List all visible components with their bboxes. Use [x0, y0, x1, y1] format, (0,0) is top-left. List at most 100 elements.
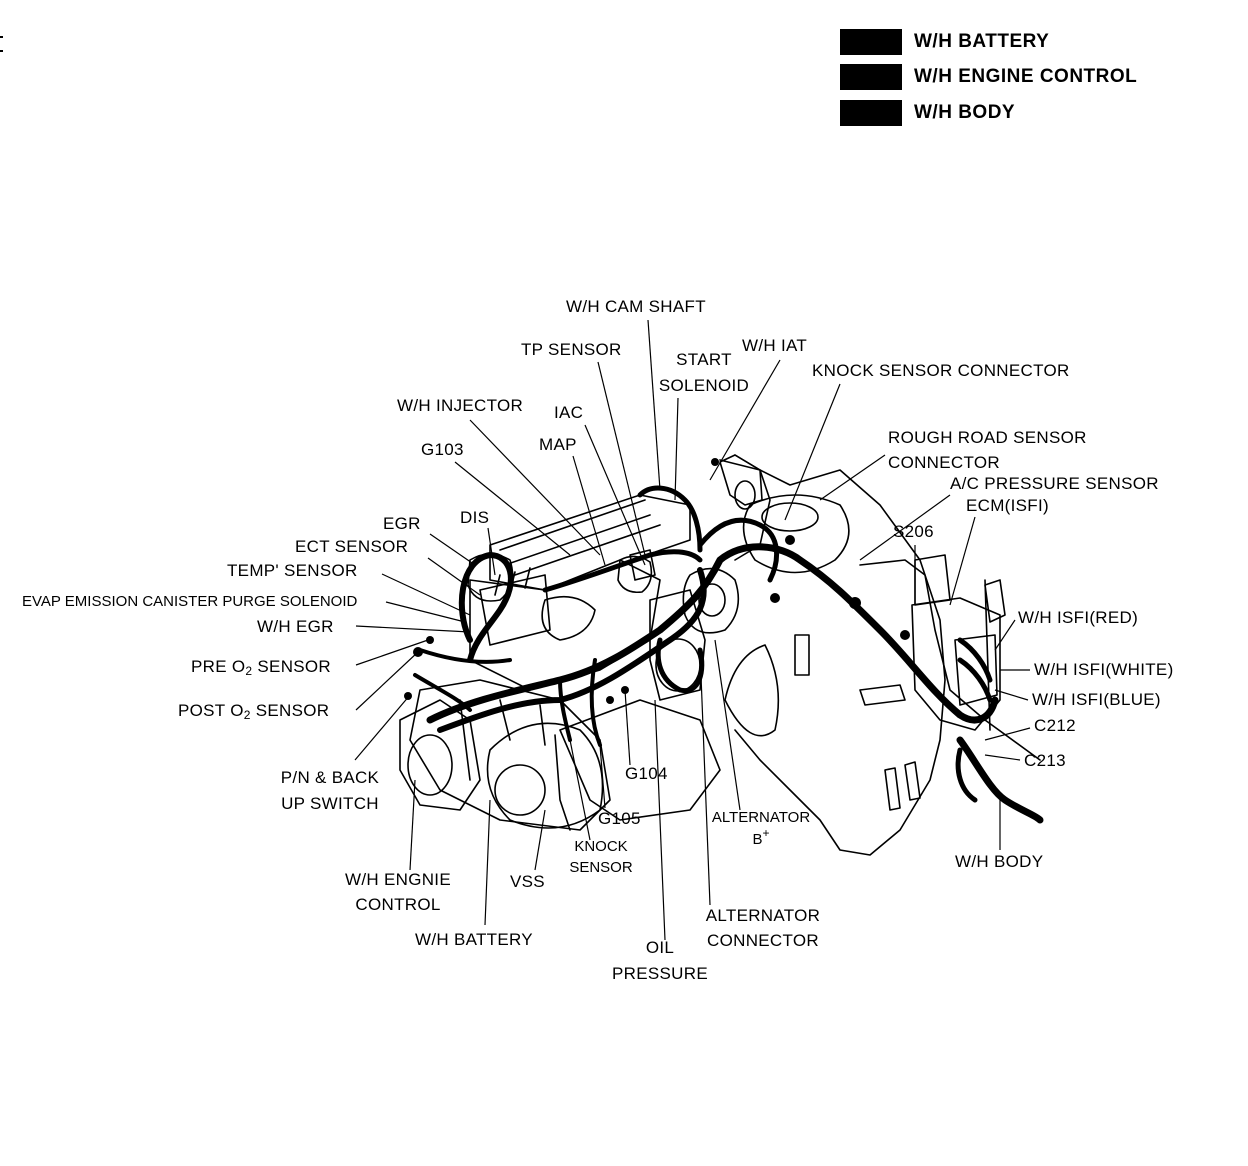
oil-pan [559, 699, 721, 821]
legend-label: W/H BODY [914, 102, 1016, 123]
label-s206: S206 [893, 522, 934, 541]
leader-alt-b [714, 639, 741, 811]
connector-dot [606, 696, 614, 704]
body-panel [734, 454, 946, 856]
inner-fender [859, 559, 1041, 761]
label-post-o2-sensor: POST O2 SENSOR [178, 701, 329, 722]
connector-dot [426, 636, 434, 644]
label-superscript: + [762, 826, 770, 840]
label-rough-road-sensor: ROUGH ROAD SENSOR [888, 428, 1087, 447]
leader-g105 [599, 744, 606, 809]
label-start: START [676, 350, 732, 369]
label-wh-cam-shaft: W/H CAM SHAFT [566, 297, 706, 316]
label-text: POST O [178, 701, 244, 720]
legend-swatch [840, 64, 902, 90]
legend-item-engine-control: W/H ENGINE CONTROL [840, 64, 1137, 90]
label-vss: VSS [510, 872, 545, 891]
label-text: PRE O [191, 657, 246, 676]
legend-item-body: W/H BODY [840, 100, 1015, 126]
leader-post-o2 [355, 651, 419, 711]
edge-mark [0, 36, 3, 52]
legend-label: W/H ENGINE CONTROL [914, 66, 1138, 87]
intake-runner [541, 595, 596, 641]
cam-cover-ridge [499, 499, 661, 576]
leader-g104 [624, 689, 631, 766]
leader-start-solenoid [674, 397, 679, 501]
leader-evap [385, 601, 466, 623]
label-knock-sensor: SENSOR [569, 859, 633, 876]
leader-map [572, 455, 606, 566]
strut-top [761, 502, 819, 532]
leader-wh-isfi-blue [994, 689, 1029, 701]
label-alternator-b: ALTERNATOR [711, 809, 811, 826]
label-subscript: 2 [245, 664, 253, 678]
transmission [399, 699, 481, 811]
leader-vss [534, 809, 546, 871]
bell-housing [486, 722, 604, 829]
label-up-switch: UP SWITCH [281, 794, 379, 813]
leader-wh-egr [355, 625, 471, 633]
label-pn-back: P/N & BACK [280, 768, 380, 787]
connector-dot [770, 593, 780, 603]
connector-dot [900, 630, 910, 640]
label-alternator: ALTERNATOR [705, 906, 821, 925]
label-wh-isfi-white: W/H ISFI(WHITE) [1034, 660, 1174, 679]
label-text: SENSOR [252, 657, 332, 676]
firewall-vent [904, 761, 921, 801]
leader-ecm [949, 516, 976, 606]
harness-body [956, 736, 1044, 824]
label-egr: EGR [383, 514, 421, 533]
leader-c212 [984, 727, 1031, 741]
brace-post [984, 579, 991, 731]
leader-dis [487, 527, 496, 576]
harness-injector [542, 549, 703, 593]
leader-wh-injector [469, 419, 601, 556]
label-rough-road-connector: CONNECTOR [888, 453, 1000, 472]
label-pre-o2-sensor: PRE O2 SENSOR [191, 657, 331, 678]
label-alternator-b-plus: B+ [702, 826, 820, 850]
label-text: B [752, 831, 763, 848]
leader-pre-o2 [355, 639, 429, 666]
harness-egr-loop [458, 552, 514, 663]
harness-isfi [957, 637, 993, 703]
leader-temp [381, 573, 471, 616]
leader-ect [427, 557, 481, 596]
leader-cam-shaft [647, 319, 661, 491]
label-oil-pressure: PRESSURE [612, 964, 708, 983]
leader-wh-isfi-red [994, 619, 1016, 651]
harness-vss [558, 678, 572, 742]
leader-c213 [984, 754, 1021, 761]
label-subscript: 2 [243, 708, 251, 722]
harness-iat [697, 517, 780, 583]
leader-knock-connector [784, 383, 841, 521]
legend-swatch [840, 100, 902, 126]
body-slot [794, 634, 810, 676]
label-temp-sensor: TEMP' SENSOR [227, 561, 358, 580]
transmission-cap [407, 734, 453, 796]
exhaust-downpipe [554, 734, 571, 831]
label-wh-battery: W/H BATTERY [415, 930, 533, 949]
label-ect-sensor: ECT SENSOR [295, 537, 409, 556]
tp-sensor-body [629, 549, 656, 581]
label-wh-engnie-control: CONTROL [355, 895, 441, 914]
harness-battery [437, 567, 707, 733]
leader-wh-iat [709, 359, 781, 481]
leader-iac [584, 424, 646, 566]
leader-alt-connector [699, 649, 711, 906]
label-oil: OIL [645, 938, 675, 957]
label-tp-sensor: TP SENSOR [521, 340, 622, 359]
leader-wh-engnie [409, 779, 416, 871]
mount-hole [734, 480, 756, 510]
leader-pn [354, 694, 411, 761]
label-knock-sensor-connector: KNOCK SENSOR CONNECTOR [812, 361, 1070, 380]
alternator-pulley [698, 583, 726, 617]
leader-tp-sensor [597, 361, 646, 556]
leader-wh-battery [484, 799, 491, 926]
label-wh-egr: W/H EGR [257, 617, 334, 636]
legend-label: W/H BATTERY [914, 31, 1050, 52]
firewall-vent [859, 684, 906, 706]
label-g105: G105 [598, 809, 641, 828]
label-ac-pressure-sensor: A/C PRESSURE SENSOR [950, 474, 1159, 493]
